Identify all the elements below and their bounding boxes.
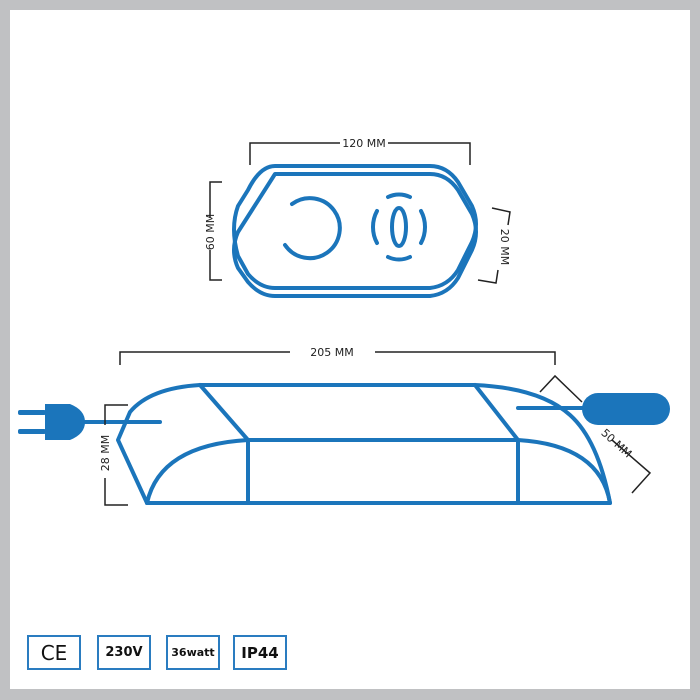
side-view-right-curve xyxy=(516,438,612,505)
dimmer-icon-center xyxy=(390,206,408,248)
side-view-right-bevel xyxy=(473,383,520,505)
dimmer-icon-arc-left xyxy=(370,209,379,245)
dimmer-icon-arc-bottom xyxy=(386,255,412,262)
dim-top-height: 60 MM xyxy=(204,214,217,250)
dimension-lines xyxy=(104,142,652,506)
side-view-left-curve xyxy=(145,438,250,505)
side-view-outline xyxy=(116,383,612,505)
white-panel xyxy=(10,10,690,689)
dimmer-switch xyxy=(582,393,670,425)
ce-badge: CE xyxy=(27,635,81,670)
dim-cable-offset: 50 MM xyxy=(598,426,634,460)
dim-top-depth: 20 MM xyxy=(498,229,511,265)
power-icon-arc xyxy=(283,196,342,261)
ip-rating-badge: IP44 xyxy=(233,635,287,670)
dim-side-length: 205 MM xyxy=(310,346,353,359)
dimmer-icon-arc-top xyxy=(386,192,412,199)
plug-icon xyxy=(18,404,85,440)
top-view-base-outline xyxy=(232,172,478,298)
top-view-outline xyxy=(232,164,478,290)
wattage-badge: 36watt xyxy=(166,635,220,670)
voltage-badge: 230V xyxy=(97,635,151,670)
dim-top-width: 120 MM xyxy=(342,137,385,150)
dim-side-height: 28 MM xyxy=(99,435,112,471)
dimmer-icon-arc-right xyxy=(419,209,428,245)
